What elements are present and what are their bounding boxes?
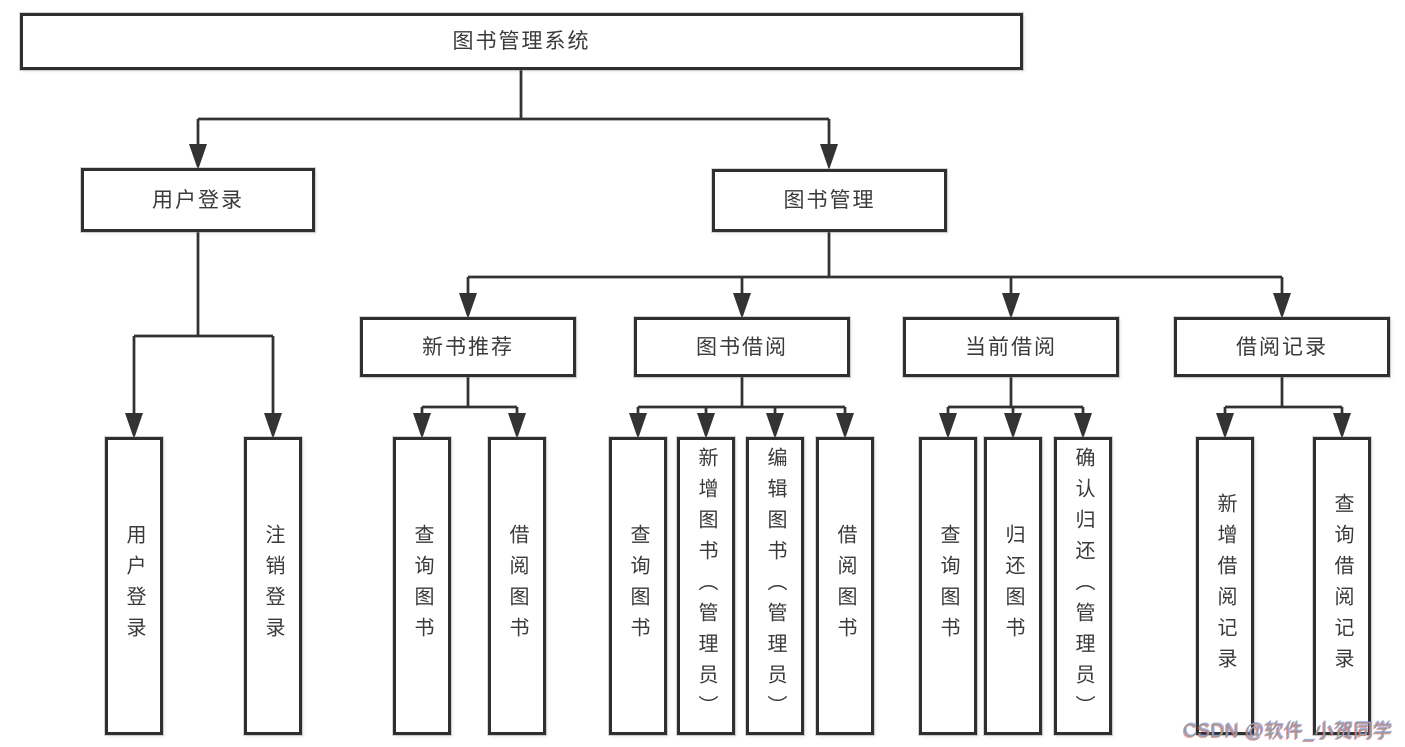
leaf-label: 查询图书: [411, 524, 433, 648]
leaf-query-books-recommend: 查询图书: [393, 437, 451, 735]
leaf-label: 确认归还（管理员）: [1072, 446, 1094, 726]
leaf-label: 编辑图书（管理员）: [764, 446, 786, 726]
leaf-label: 查询图书: [627, 524, 649, 648]
node-book-management: 图书管理: [712, 169, 947, 232]
leaf-add-borrow-record: 新增借阅记录: [1196, 437, 1254, 735]
leaf-label: 注销登录: [262, 524, 284, 648]
node-new-book-recommend: 新书推荐: [360, 317, 576, 377]
leaf-label: 查询图书: [937, 524, 959, 648]
leaf-borrow-books-borrow: 借阅图书: [816, 437, 874, 735]
leaf-label: 新增借阅记录: [1214, 493, 1236, 679]
leaf-label: 归还图书: [1002, 524, 1024, 648]
leaf-add-book-admin: 新增图书（管理员）: [677, 437, 735, 735]
leaf-label: 查询借阅记录: [1331, 493, 1353, 679]
leaf-user-login: 用户登录: [105, 437, 163, 735]
leaf-label: 借阅图书: [506, 524, 528, 648]
node-user-login: 用户登录: [81, 168, 315, 232]
node-borrow-records: 借阅记录: [1174, 317, 1390, 377]
node-root-system: 图书管理系统: [20, 13, 1023, 70]
leaf-return-book: 归还图书: [984, 437, 1042, 735]
leaf-label: 新增图书（管理员）: [695, 446, 717, 726]
csdn-watermark: CSDN @软件_小贺同学: [1183, 721, 1393, 742]
leaf-query-books-current: 查询图书: [919, 437, 977, 735]
leaf-confirm-return-admin: 确认归还（管理员）: [1054, 437, 1112, 735]
arrowheads: [125, 144, 1351, 439]
leaf-query-books-borrow: 查询图书: [609, 437, 667, 735]
leaf-borrow-books-recommend: 借阅图书: [488, 437, 546, 735]
leaf-label: 借阅图书: [834, 524, 856, 648]
leaf-logout-login: 注销登录: [244, 437, 302, 735]
node-current-borrow: 当前借阅: [903, 317, 1119, 377]
leaf-edit-book-admin: 编辑图书（管理员）: [746, 437, 804, 735]
leaf-query-borrow-record: 查询借阅记录: [1313, 437, 1371, 735]
node-book-borrow: 图书借阅: [634, 317, 850, 377]
leaf-label: 用户登录: [123, 524, 145, 648]
